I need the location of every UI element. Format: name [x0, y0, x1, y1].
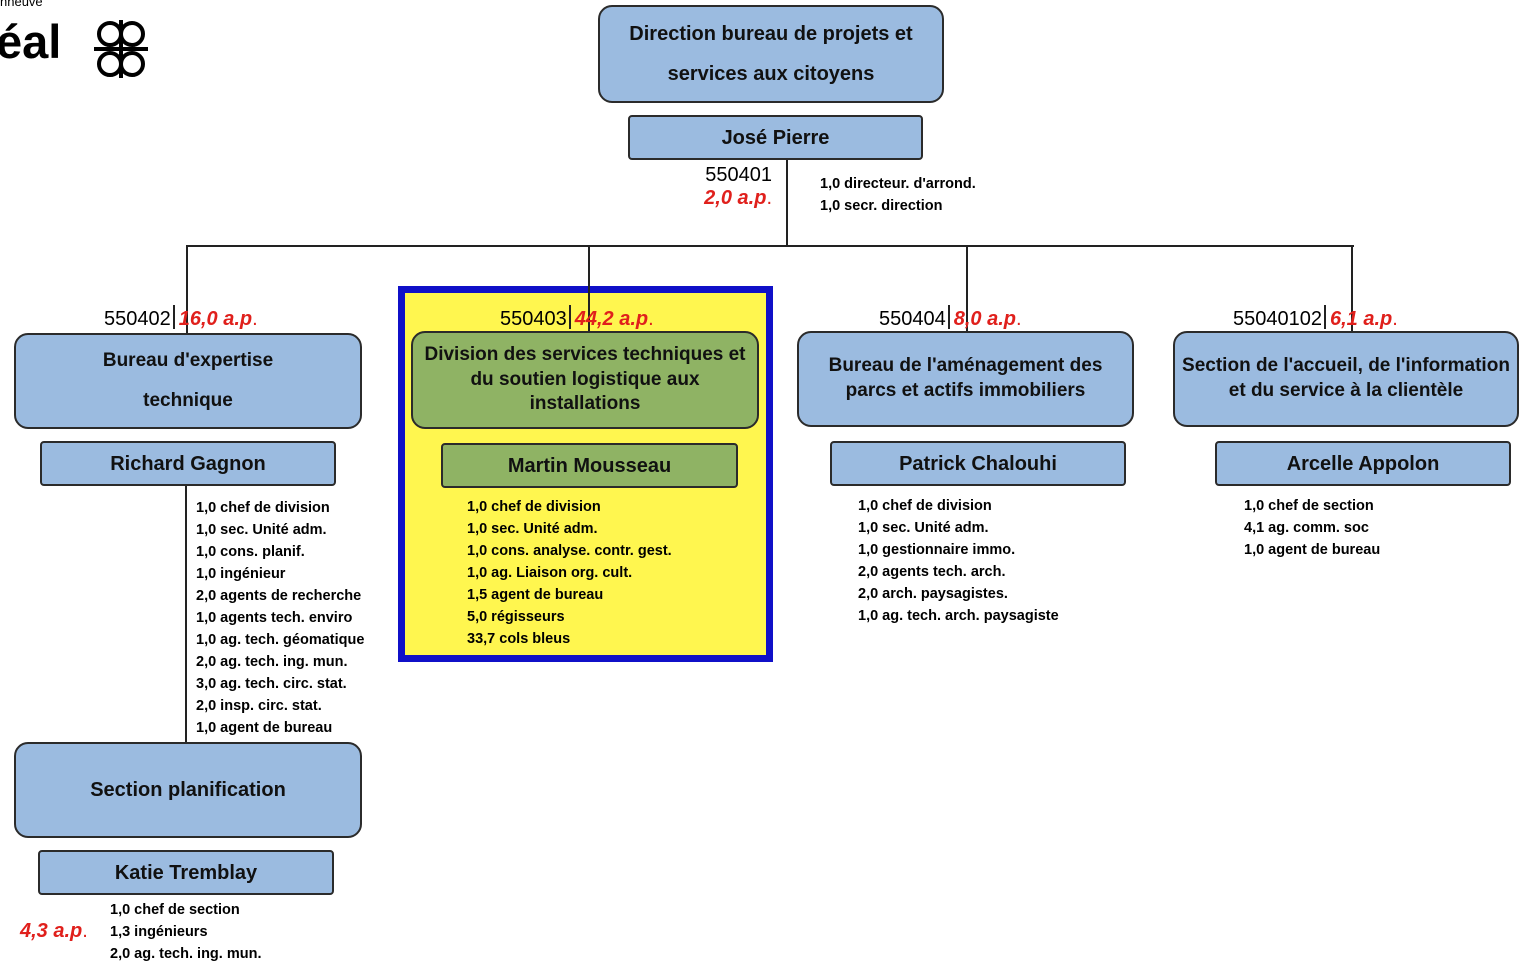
staff-line: 1,0 sec. Unité adm.: [858, 520, 989, 536]
sub-ap-label: 4,3 a.p.: [20, 920, 88, 942]
manager-box-550402: Richard Gagnon: [40, 441, 336, 486]
connector-horizontal: [186, 245, 1354, 247]
staff-line: 1,0 directeur. d'arrond.: [820, 176, 976, 192]
connector-drop-550402: [186, 245, 188, 333]
top-direction-box: Direction bureau de projets et services …: [598, 5, 944, 103]
staff-line: 1,0 chef de division: [467, 499, 601, 515]
top-code: 550401: [705, 164, 772, 186]
sub-ap: 4,3 a.p: [20, 920, 83, 942]
staff-list-sub-section: 1,0 chef de section 1,3 ingénieurs 2,0 a…: [110, 899, 261, 965]
unit-ap: 8,0 a.p: [953, 308, 1017, 330]
connector-drop-550403: [588, 245, 590, 333]
staff-line: 1,0 ag. tech. géomatique: [196, 632, 365, 648]
connector-sub-section: [185, 486, 187, 742]
unit-box-550404: Bureau de l'aménagement des parcs et act…: [797, 331, 1134, 427]
logo-text: éal: [0, 15, 62, 68]
staff-line: 33,7 cols bleus: [467, 631, 571, 647]
staff-line: 2,0 agents de recherche: [196, 588, 362, 604]
top-ap: 2,0 a.p: [704, 187, 767, 209]
staff-line: 5,0 régisseurs: [467, 609, 565, 625]
sub-section-manager-box: Katie Tremblay: [38, 850, 334, 895]
staff-line: 3,0 ag. tech. circ. stat.: [196, 676, 347, 692]
staff-list-550402: 1,0 chef de division 1,0 sec. Unité adm.…: [196, 497, 364, 739]
top-manager-box: José Pierre: [628, 115, 923, 160]
unit-code: 550404: [879, 308, 946, 330]
unit-ap: 6,1 a.p: [1329, 308, 1393, 330]
staff-line: 2,0 agents tech. arch.: [858, 564, 1006, 580]
staff-line: 4,1 ag. comm. soc: [1244, 520, 1369, 536]
sub-section-box: Section planification: [14, 742, 362, 838]
unit-code: 55040102: [1233, 308, 1322, 330]
staff-line: 1,0 chef de division: [858, 498, 992, 514]
staff-list-55040102: 1,0 chef de section 4,1 ag. comm. soc 1,…: [1244, 495, 1380, 561]
staff-line: 1,0 sec. Unité adm.: [196, 522, 327, 538]
unit-ap: 16,0 a.p: [178, 308, 253, 330]
manager-box-55040102: Arcelle Appolon: [1215, 441, 1511, 486]
staff-list-550404: 1,0 chef de division 1,0 sec. Unité adm.…: [858, 495, 1059, 627]
staff-line: 1,0 chef de section: [110, 902, 240, 918]
unit-box-550403: Division des services techniques et du s…: [411, 331, 759, 429]
staff-line: 2,0 insp. circ. stat.: [196, 698, 322, 714]
top-code-label: 550401 2,0 a.p.: [688, 164, 772, 210]
staff-line: 1,5 agent de bureau: [467, 587, 604, 603]
staff-line: 1,0 ag. tech. arch. paysagiste: [858, 608, 1059, 624]
staff-line: 1,0 agents tech. enviro: [196, 610, 353, 626]
unit-ap: 44,2 a.p: [574, 308, 649, 330]
unit-code: 550403: [500, 308, 567, 330]
logo-subtext: nneuve: [0, 0, 43, 9]
staff-line: 1,0 secr. direction: [820, 198, 943, 214]
staff-line: 1,0 cons. analyse. contr. gest.: [467, 543, 672, 559]
staff-line: 1,0 agent de bureau: [1244, 542, 1381, 558]
staff-line: 2,0 arch. paysagistes.: [858, 586, 1008, 602]
unit-code: 550402: [104, 308, 171, 330]
connector-trunk: [786, 160, 788, 246]
staff-line: 1,3 ingénieurs: [110, 924, 208, 940]
manager-box-550403: Martin Mousseau: [441, 443, 738, 488]
connector-drop-550404: [966, 245, 968, 333]
unit-box-550402: Bureau d'expertise technique: [14, 333, 362, 429]
staff-line: 1,0 ingénieur: [196, 566, 286, 582]
staff-line: 1,0 ag. Liaison org. cult.: [467, 565, 633, 581]
top-staff-list: 1,0 directeur. d'arrond. 1,0 secr. direc…: [820, 174, 976, 218]
staff-line: 2,0 ag. tech. ing. mun.: [110, 946, 262, 962]
staff-line: 2,0 ag. tech. ing. mun.: [196, 654, 348, 670]
staff-line: 1,0 chef de division: [196, 500, 330, 516]
staff-line: 1,0 sec. Unité adm.: [467, 521, 598, 537]
staff-line: 1,0 cons. planif.: [196, 544, 305, 560]
manager-box-550404: Patrick Chalouhi: [830, 441, 1126, 486]
staff-list-550403: 1,0 chef de division 1,0 sec. Unité adm.…: [467, 496, 672, 650]
staff-line: 1,0 chef de section: [1244, 498, 1374, 514]
unit-box-55040102: Section de l'accueil, de l'information e…: [1173, 331, 1519, 427]
staff-line: 1,0 gestionnaire immo.: [858, 542, 1016, 558]
staff-line: 1,0 agent de bureau: [196, 720, 333, 736]
connector-drop-55040102: [1351, 245, 1353, 333]
city-flower-logo-icon: [94, 20, 148, 78]
